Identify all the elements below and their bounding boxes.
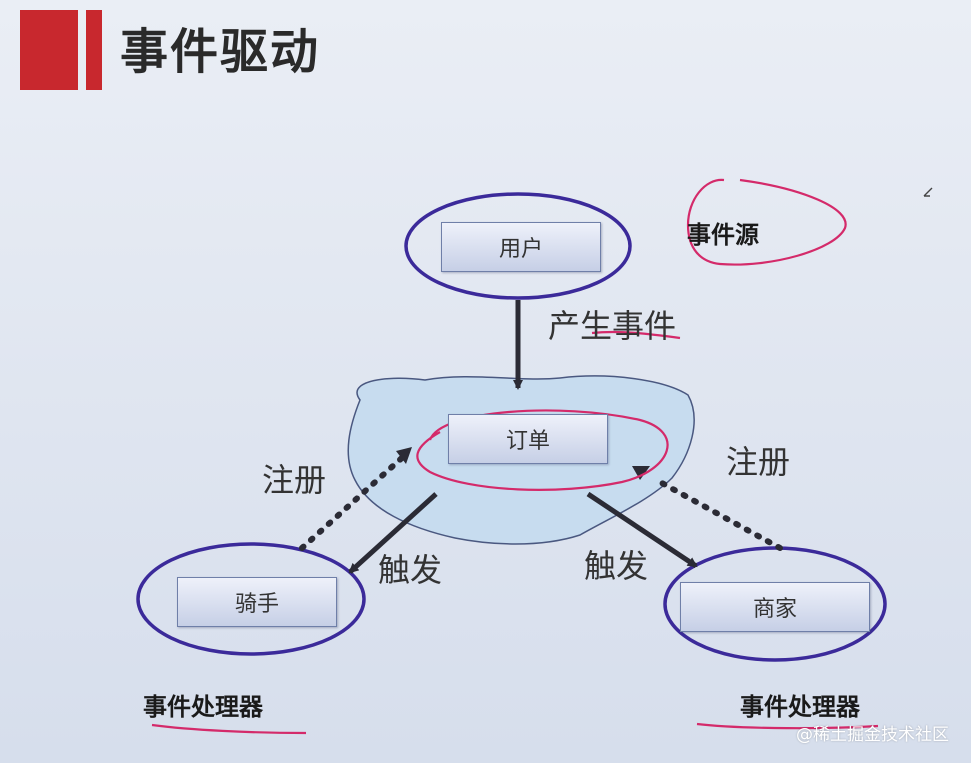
- register-rider-line: [299, 453, 407, 551]
- register-right-label: 注册: [726, 443, 791, 481]
- register-rider-arrowhead: [396, 447, 412, 464]
- order-node: 订单: [448, 414, 608, 464]
- register-merchant-line: [657, 479, 783, 551]
- pen-underline-produce-event: [591, 330, 681, 340]
- trigger-rider-arrow: [348, 492, 438, 574]
- pen-circle-order: [416, 409, 669, 491]
- slide-title: 事件驱动: [120, 24, 321, 80]
- rider-ellipse: [136, 542, 366, 656]
- trigger-merchant-arrow: [586, 491, 698, 569]
- event-handler-left-label: 事件处理器: [143, 693, 263, 721]
- pen-underline-handler-right: [696, 722, 879, 730]
- register-left-label: 注册: [262, 461, 327, 499]
- pen-circle-event-source: [686, 178, 847, 266]
- pen-underline-handler-left: [151, 723, 307, 735]
- register-merchant-arrowhead: [632, 466, 650, 480]
- produce-event-label: 产生事件: [548, 307, 677, 345]
- event-handler-right-label: 事件处理器: [740, 693, 860, 721]
- trigger-left-label: 触发: [378, 551, 443, 589]
- user-node: 用户: [441, 222, 601, 272]
- title-accent-bar: [20, 10, 78, 90]
- watermark: @稀土掘金技术社区: [796, 725, 949, 745]
- user-ellipse: [404, 192, 632, 300]
- rider-node: 骑手: [177, 577, 337, 627]
- merchant-ellipse: [663, 546, 887, 662]
- event-source-label: 事件源: [687, 221, 759, 249]
- pen-tick-mark: [923, 187, 933, 197]
- title-accent-bar-thin: [86, 10, 102, 90]
- trigger-right-label: 触发: [584, 547, 649, 585]
- merchant-node: 商家: [680, 582, 870, 632]
